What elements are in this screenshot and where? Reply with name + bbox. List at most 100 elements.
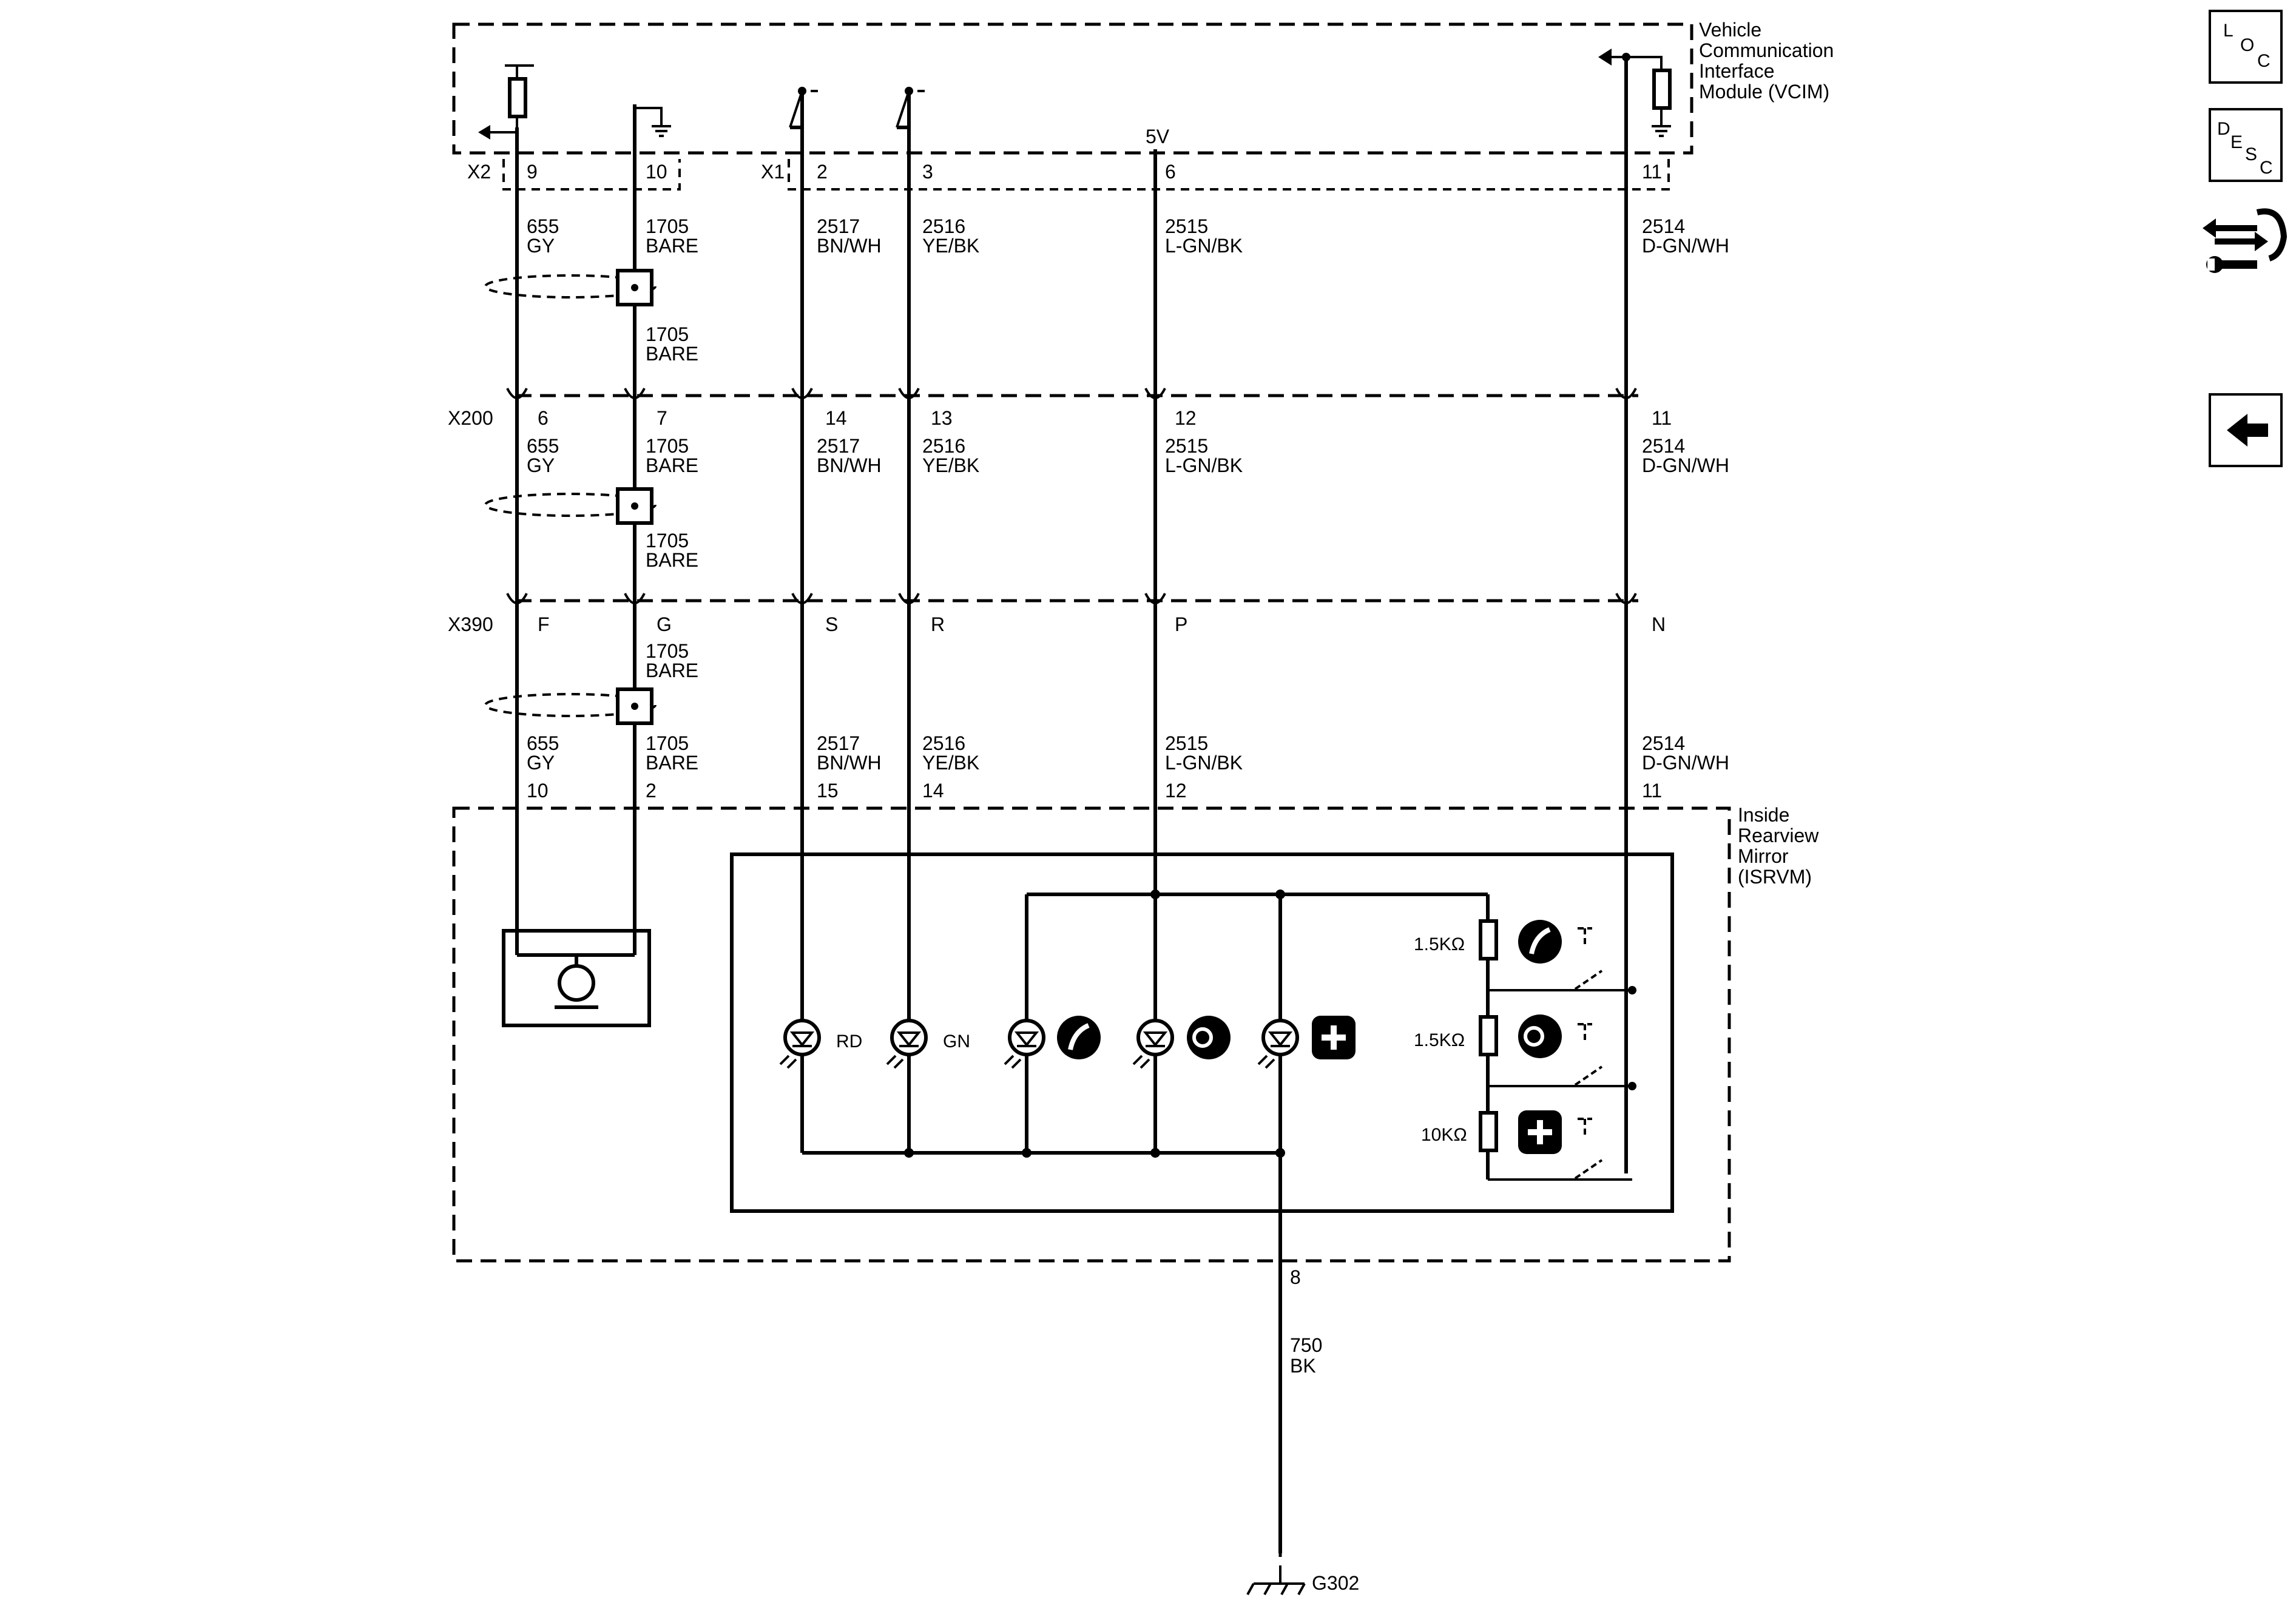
led-emergency-diode bbox=[1268, 1031, 1293, 1047]
circuit-b-w3: 2517 bbox=[817, 435, 860, 457]
switch-2 bbox=[789, 90, 803, 128]
shield-node-2 bbox=[631, 502, 638, 510]
color-b-w5: L-GN/BK bbox=[1165, 454, 1243, 476]
isrvm-pin-w3: 15 bbox=[817, 780, 839, 802]
led-emergency bbox=[1257, 1016, 1356, 1069]
isrvm-pin-w2: 2 bbox=[646, 780, 657, 802]
x390-connector-label: X390 bbox=[448, 613, 493, 635]
led-rd-label: RD bbox=[836, 1031, 862, 1052]
isrvm-pin-w1: 10 bbox=[527, 780, 549, 802]
x390-pin-w2: G bbox=[657, 613, 672, 635]
cup-x200-13 bbox=[898, 388, 920, 399]
circuit-b-w2: 1705 bbox=[646, 323, 689, 345]
loc-letter-o: O bbox=[2240, 35, 2254, 55]
connector-arrow-left bbox=[2203, 218, 2216, 238]
color-a-w4: YE/BK bbox=[922, 235, 979, 257]
ground-color: BK bbox=[1290, 1355, 1316, 1377]
back-button[interactable] bbox=[2209, 393, 2283, 467]
x200-pin-w4: 13 bbox=[931, 407, 953, 429]
color-b-w4: YE/BK bbox=[922, 454, 979, 476]
color-e-w2: BARE bbox=[646, 660, 698, 681]
phone-glyph bbox=[1068, 1023, 1090, 1050]
resistor-2-label: 1.5KΩ bbox=[1414, 1030, 1465, 1050]
color-a-w1: GY bbox=[527, 235, 555, 257]
return-node-1 bbox=[904, 1148, 914, 1158]
circuit-b-w6: 2514 bbox=[1642, 435, 1685, 457]
desc-letter-e: E bbox=[2230, 132, 2243, 152]
emergency-glyph bbox=[1322, 1025, 1346, 1050]
led-gn-rays bbox=[886, 1055, 904, 1069]
vcim-pin-w1: 9 bbox=[527, 161, 538, 183]
cup-x390-r bbox=[898, 593, 920, 604]
onstar-icon bbox=[1187, 1016, 1231, 1059]
vcim-voltage: 5V bbox=[1146, 126, 1170, 147]
vcim-outline bbox=[452, 22, 1693, 155]
led-gn: GN bbox=[886, 1019, 970, 1069]
return-node-2 bbox=[1022, 1148, 1032, 1158]
loc-letter-l: L bbox=[2223, 21, 2234, 41]
isrvm-module: Inside Rearview Mirror (ISRVM) RD bbox=[452, 804, 1819, 1553]
circuit-b-w5: 2515 bbox=[1165, 435, 1208, 457]
resistor-2 bbox=[1479, 1015, 1498, 1056]
resistor-9 bbox=[508, 77, 527, 118]
desc-button[interactable]: D E S C bbox=[2209, 108, 2283, 182]
led-rd-symbol bbox=[783, 1019, 821, 1056]
switch-onstar-icon bbox=[1518, 1014, 1562, 1058]
loc-button-frame[interactable] bbox=[2209, 10, 2283, 84]
desc-letter-d: D bbox=[2217, 119, 2230, 139]
cup-x200-12 bbox=[1144, 388, 1166, 399]
led-emergency-symbol bbox=[1261, 1019, 1299, 1056]
back-button-frame[interactable] bbox=[2209, 393, 2283, 467]
desc-letter-s: S bbox=[2245, 144, 2257, 164]
circuit-a-w5: 2515 bbox=[1165, 215, 1208, 237]
button-assembly-box bbox=[730, 852, 1674, 1213]
cup-x390-g bbox=[624, 593, 646, 604]
connector-repair-icon[interactable] bbox=[2203, 208, 2288, 273]
x390-pin-w1: F bbox=[538, 613, 550, 635]
side-nav: L O C D E S C bbox=[2203, 10, 2288, 467]
led-gn-label: GN bbox=[943, 1031, 970, 1052]
color-a-w2: BARE bbox=[646, 235, 698, 257]
led-phone bbox=[1004, 1016, 1101, 1069]
shield-ellipse-3 bbox=[484, 693, 657, 717]
led-gn-symbol bbox=[890, 1019, 928, 1056]
resistor-3-label: 10KΩ bbox=[1421, 1125, 1467, 1145]
x200-pin-w3: 14 bbox=[825, 407, 847, 429]
x2-connector-label: X2 bbox=[467, 161, 491, 183]
color-b-w2: BARE bbox=[646, 343, 698, 365]
color-a-w6: D-GN/WH bbox=[1642, 235, 1729, 257]
x1-connector-outline bbox=[788, 159, 1670, 191]
back-arrow-icon bbox=[2227, 414, 2268, 447]
pin11-arrow-line bbox=[1626, 56, 1663, 70]
cup-x200-6 bbox=[506, 388, 528, 399]
color-a-w5: L-GN/BK bbox=[1165, 235, 1243, 257]
tap-node-2 bbox=[1628, 1082, 1636, 1090]
cup-x200-14 bbox=[791, 388, 813, 399]
vcim-pin-w3: 2 bbox=[817, 161, 828, 183]
wire-2516 bbox=[897, 91, 911, 1153]
switch-phone bbox=[1518, 920, 1603, 990]
color-c-w6: D-GN/WH bbox=[1642, 752, 1729, 774]
tap-node-1 bbox=[1628, 986, 1636, 994]
switch-emergency bbox=[1518, 1110, 1603, 1180]
isrvm-label-line-3: Mirror bbox=[1738, 845, 1789, 867]
led-onstar bbox=[1132, 1016, 1231, 1069]
desc-button-frame[interactable] bbox=[2209, 108, 2283, 182]
color-c-w2: BARE bbox=[646, 454, 698, 476]
ground-section: 8 750 BK G302 bbox=[1246, 1266, 1359, 1595]
x390-pin-w6: N bbox=[1652, 613, 1666, 635]
x200-pin-w5: 12 bbox=[1175, 407, 1197, 429]
isrvm-label-line-2: Rearview bbox=[1738, 825, 1819, 846]
led-emergency-rays bbox=[1257, 1055, 1275, 1069]
circuit-a-w6: 2514 bbox=[1642, 215, 1685, 237]
led-rd-rays bbox=[779, 1055, 797, 1069]
ground-circuit: 750 bbox=[1290, 1334, 1322, 1356]
vcim-pin-w6: 11 bbox=[1642, 161, 1662, 183]
vcim-pin-w5: 6 bbox=[1165, 161, 1176, 183]
x200-connector-label: X200 bbox=[448, 407, 493, 429]
led-onstar-symbol bbox=[1136, 1019, 1174, 1056]
arrow-left-9 bbox=[478, 125, 490, 140]
loc-button[interactable]: L O C bbox=[2209, 10, 2283, 84]
shield-node-1 bbox=[631, 284, 638, 291]
